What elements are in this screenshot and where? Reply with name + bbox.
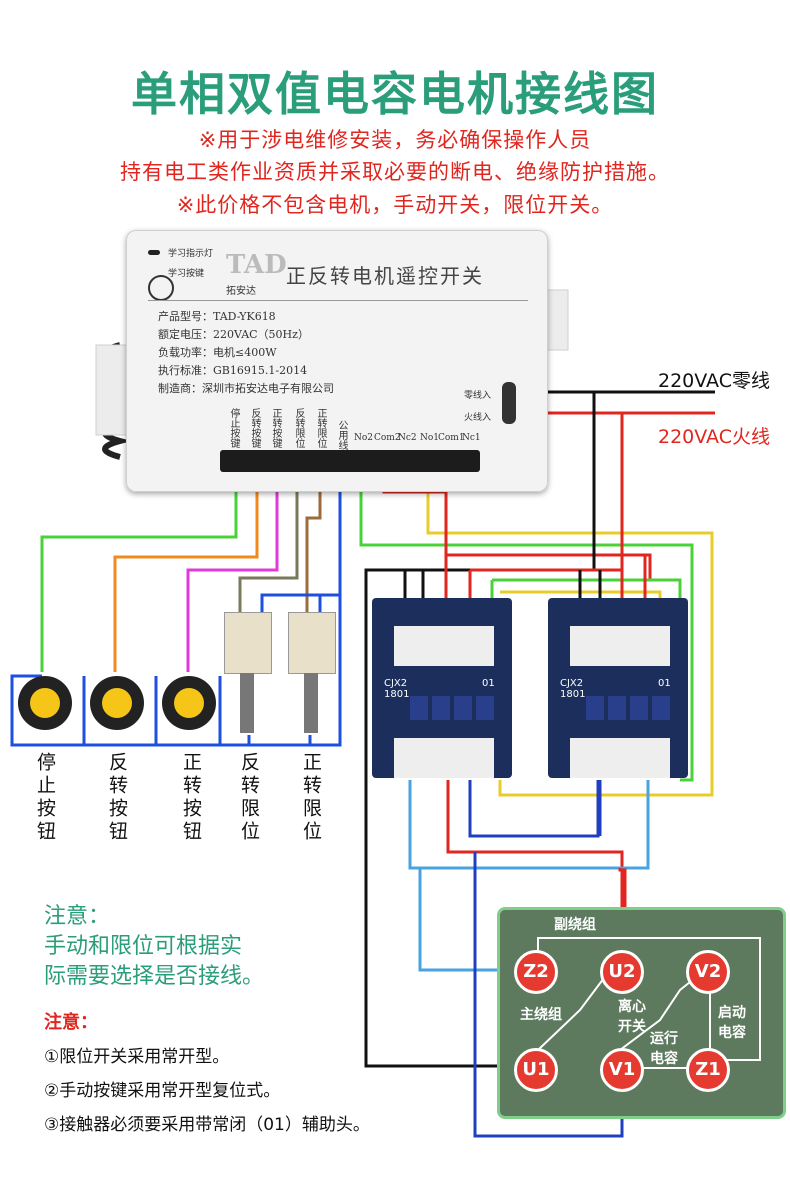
contactor-right-aux: 01: [658, 678, 671, 689]
term-nc1: Nc1: [462, 433, 481, 443]
term-com1: Com1: [438, 433, 465, 443]
wire-stop: [40, 460, 238, 672]
label-stop-key: 停止按键: [228, 408, 239, 448]
divider: [148, 300, 528, 301]
info-voltage: 额定电压：220VAC（50Hz）: [158, 328, 309, 341]
label-stop-button: 停止按钮: [34, 752, 56, 844]
info-model: 产品型号：TAD-YK618: [158, 310, 276, 323]
note-title-red: 注意：: [44, 1012, 98, 1033]
contactor-right-button-3: [630, 696, 648, 720]
device-name: 正反转电机遥控开关: [286, 264, 484, 288]
stop-button-icon: [18, 676, 72, 730]
label-forward-button: 正转按钮: [180, 752, 202, 844]
label-reverse-limit: 反转限位: [238, 752, 260, 844]
forward-button-icon: [162, 676, 216, 730]
contactor-bottom-terminals: [394, 738, 494, 778]
brand-name: 拓安达: [226, 286, 256, 297]
reverse-limit-switch-icon: [224, 612, 272, 733]
contactor-right-button-4: [652, 696, 670, 720]
info-power: 负载功率：电机≤400W: [158, 346, 277, 359]
contactor-bottom-terminals: [570, 738, 670, 778]
run-capacitor-label: 运行 电容: [650, 1031, 678, 1067]
learn-key-label: 学习按键: [168, 269, 205, 279]
warning-line-1: ※用于涉电维修安装，务必确保操作人员: [198, 128, 592, 152]
wire-no2: [359, 460, 694, 782]
wire-reverse-limit: [238, 460, 299, 615]
forward-limit-switch-icon: [288, 612, 336, 733]
terminal-z2: Z2: [514, 950, 558, 994]
contactor-right-button-2: [608, 696, 626, 720]
remote-switch-device: 学习指示灯 学习按键 TAD 拓安达 正反转电机遥控开关 产品型号：TAD-YK…: [126, 230, 548, 492]
note-green-line-1: 手动和限位可根据实: [44, 934, 243, 959]
start-capacitor-label: 启动 电容: [718, 1005, 746, 1041]
mount-ear-right: [545, 289, 569, 351]
contactor-left-button-1: [410, 696, 428, 720]
term-no1: No1: [420, 433, 440, 443]
contactor-left-model: CJX2 1801: [384, 678, 410, 700]
terminal-v1: V1: [600, 1048, 644, 1092]
note-item-1: ①限位开关采用常开型。: [44, 1047, 230, 1067]
input-terminal: [502, 382, 516, 424]
wire-no1: [426, 460, 714, 797]
label-common: 公用线: [336, 420, 347, 450]
label-reverse-button: 反转按钮: [106, 752, 128, 844]
contactor-left: CJX2 1801 01: [372, 598, 512, 778]
wire-neutral-down: [364, 392, 596, 1068]
contactor-left-button-4: [476, 696, 494, 720]
warning-line-2: 持有电工类作业资质并采取必要的断电、绝缘防护措施。: [120, 160, 670, 184]
input-label-neutral: 零线入: [464, 391, 492, 401]
wire-forward: [186, 460, 279, 672]
label-reverse-key: 反转按键: [249, 408, 260, 448]
main-winding-label: 主绕组: [520, 1007, 562, 1023]
contactor-left-button-2: [432, 696, 450, 720]
note-item-2: ②手动按键采用常开型复位式。: [44, 1081, 281, 1101]
note-title-green: 注意：: [44, 904, 111, 929]
terminal-u2: U2: [600, 950, 644, 994]
input-label-live: 火线入: [464, 413, 492, 423]
led-indicator-icon: [148, 250, 160, 255]
label-forward-limit: 正转限位: [315, 408, 326, 448]
warning-line-3: ※此价格不包含电机，手动开关，限位开关。: [176, 193, 614, 217]
label-reverse-limit: 反转限位: [293, 408, 304, 448]
reverse-button-icon: [90, 676, 144, 730]
term-no2: No2: [354, 433, 374, 443]
led-label: 学习指示灯: [168, 249, 214, 259]
note-green-line-2: 际需要选择是否接线。: [44, 964, 265, 989]
term-com2: Com2: [374, 433, 401, 443]
centrifugal-switch-label: 离心 开关: [618, 999, 646, 1035]
brand-logo: TAD: [226, 250, 287, 280]
page-title: 单相双值电容电机接线图: [131, 67, 659, 121]
terminal-v2: V2: [686, 950, 730, 994]
terminal-u1: U1: [514, 1048, 558, 1092]
mount-ear-left: [95, 344, 129, 436]
contactor-left-button-3: [454, 696, 472, 720]
contactor-right: CJX2 1801 01: [548, 598, 688, 778]
contactor-top-terminals: [570, 626, 670, 666]
live-label: 220VAC火线: [658, 426, 770, 448]
label-forward-key: 正转按键: [270, 408, 281, 448]
contactor-top-terminals: [394, 626, 494, 666]
contactor-right-model: CJX2 1801: [560, 678, 586, 700]
aux-winding-label: 副绕组: [554, 917, 596, 933]
info-standard: 执行标准：GB16915.1-2014: [158, 364, 308, 377]
neutral-label: 220VAC零线: [658, 370, 770, 392]
term-nc2: Nc2: [398, 433, 417, 443]
motor-wiring-box: 副绕组 主绕组 离心 开关 运行 电容 启动 电容 Z2 U2 V2 U1 V1…: [497, 907, 786, 1119]
terminal-block: [220, 450, 480, 472]
contactor-left-aux: 01: [482, 678, 495, 689]
info-maker: 制造商：深圳市拓安达电子有限公司: [158, 382, 334, 395]
wire-common: [10, 460, 342, 747]
wire-reverse: [113, 460, 259, 672]
contactor-right-button-1: [586, 696, 604, 720]
terminal-z1: Z1: [686, 1048, 730, 1092]
label-forward-limit: 正转限位: [300, 752, 322, 844]
note-item-3: ③接触器必须要采用带常闭（01）辅助头。: [44, 1115, 370, 1135]
